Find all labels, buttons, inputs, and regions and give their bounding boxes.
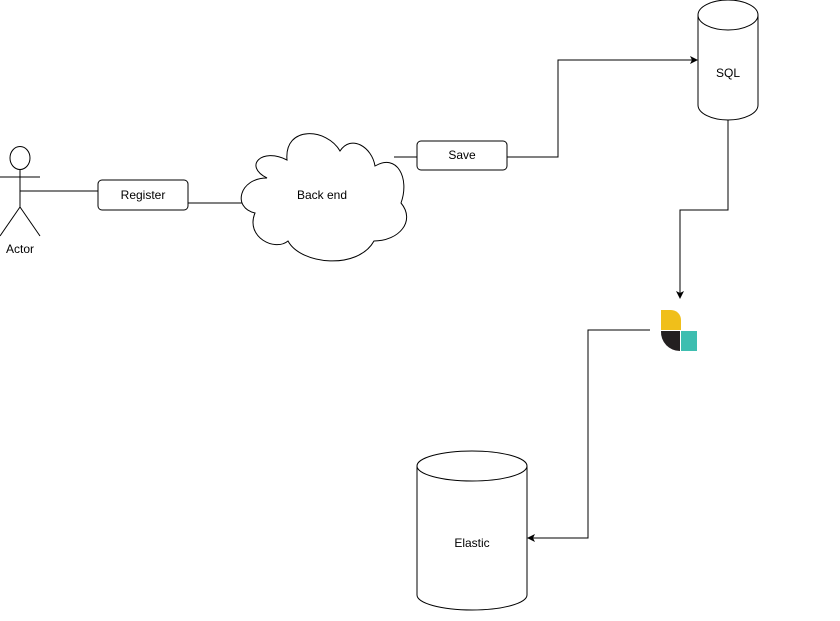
save-label: Save: [448, 148, 476, 162]
register-node[interactable]: Register: [97, 179, 189, 211]
sql-database[interactable]: SQL: [697, 0, 759, 121]
logstash-icon[interactable]: [660, 310, 697, 351]
elastic-label: Elastic: [454, 536, 489, 550]
actor-head: [9, 146, 31, 170]
backend-label: Back end: [297, 188, 347, 202]
elastic-database[interactable]: Elastic: [416, 450, 528, 611]
actor-label: Actor: [6, 242, 34, 256]
sql-to-logstash-arrow: [676, 120, 729, 299]
backend-cloud[interactable]: Back end: [240, 133, 408, 262]
sql-label: SQL: [716, 66, 740, 80]
actor-figure[interactable]: [0, 146, 41, 237]
logstash-to-elastic-arrow: [527, 329, 650, 542]
register-label: Register: [121, 188, 166, 202]
save-to-sql-arrow: [507, 56, 698, 158]
save-node[interactable]: Save: [416, 140, 508, 171]
